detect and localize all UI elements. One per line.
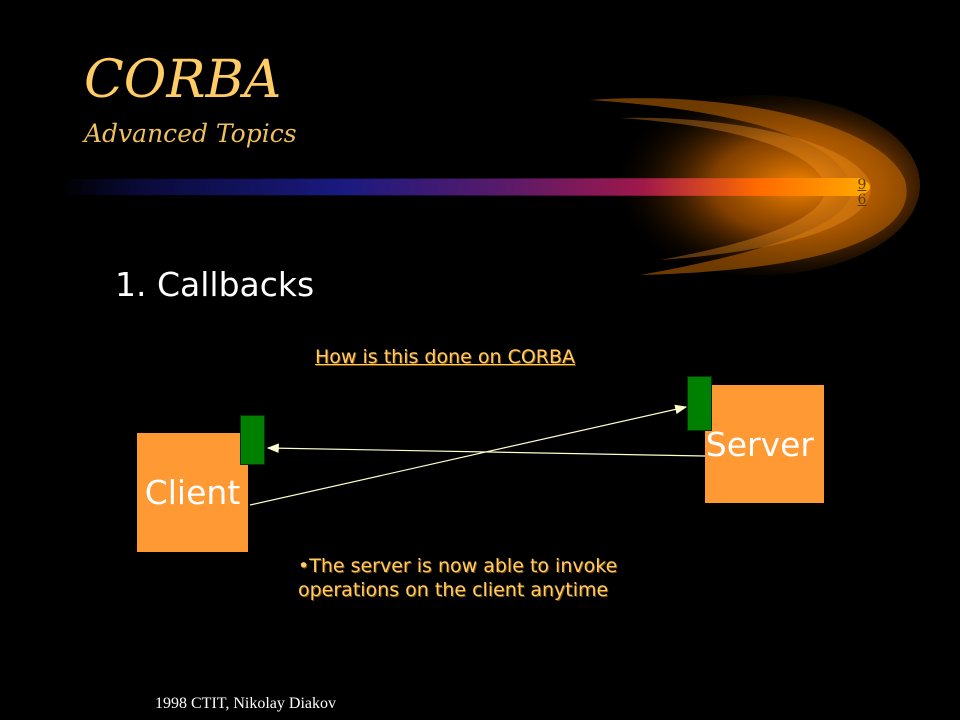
section-heading: 1. Callbacks (115, 265, 315, 304)
server-label: Server (705, 425, 814, 464)
client-callback-object (240, 415, 265, 465)
slide-title: CORBA (84, 50, 282, 110)
server-box: Server (705, 385, 824, 503)
server-object (687, 376, 712, 431)
client-box: Client (137, 433, 248, 552)
client-label: Client (144, 473, 241, 512)
footer-credit: 1998 CTIT, Nikolay Diakov (155, 695, 337, 712)
page-number: 96 (857, 177, 867, 208)
question-text: How is this done on CORBA (315, 346, 576, 368)
slide-subtitle: Advanced Topics (84, 119, 297, 148)
bullet-text: •The server is now able to invoke operat… (298, 555, 618, 601)
